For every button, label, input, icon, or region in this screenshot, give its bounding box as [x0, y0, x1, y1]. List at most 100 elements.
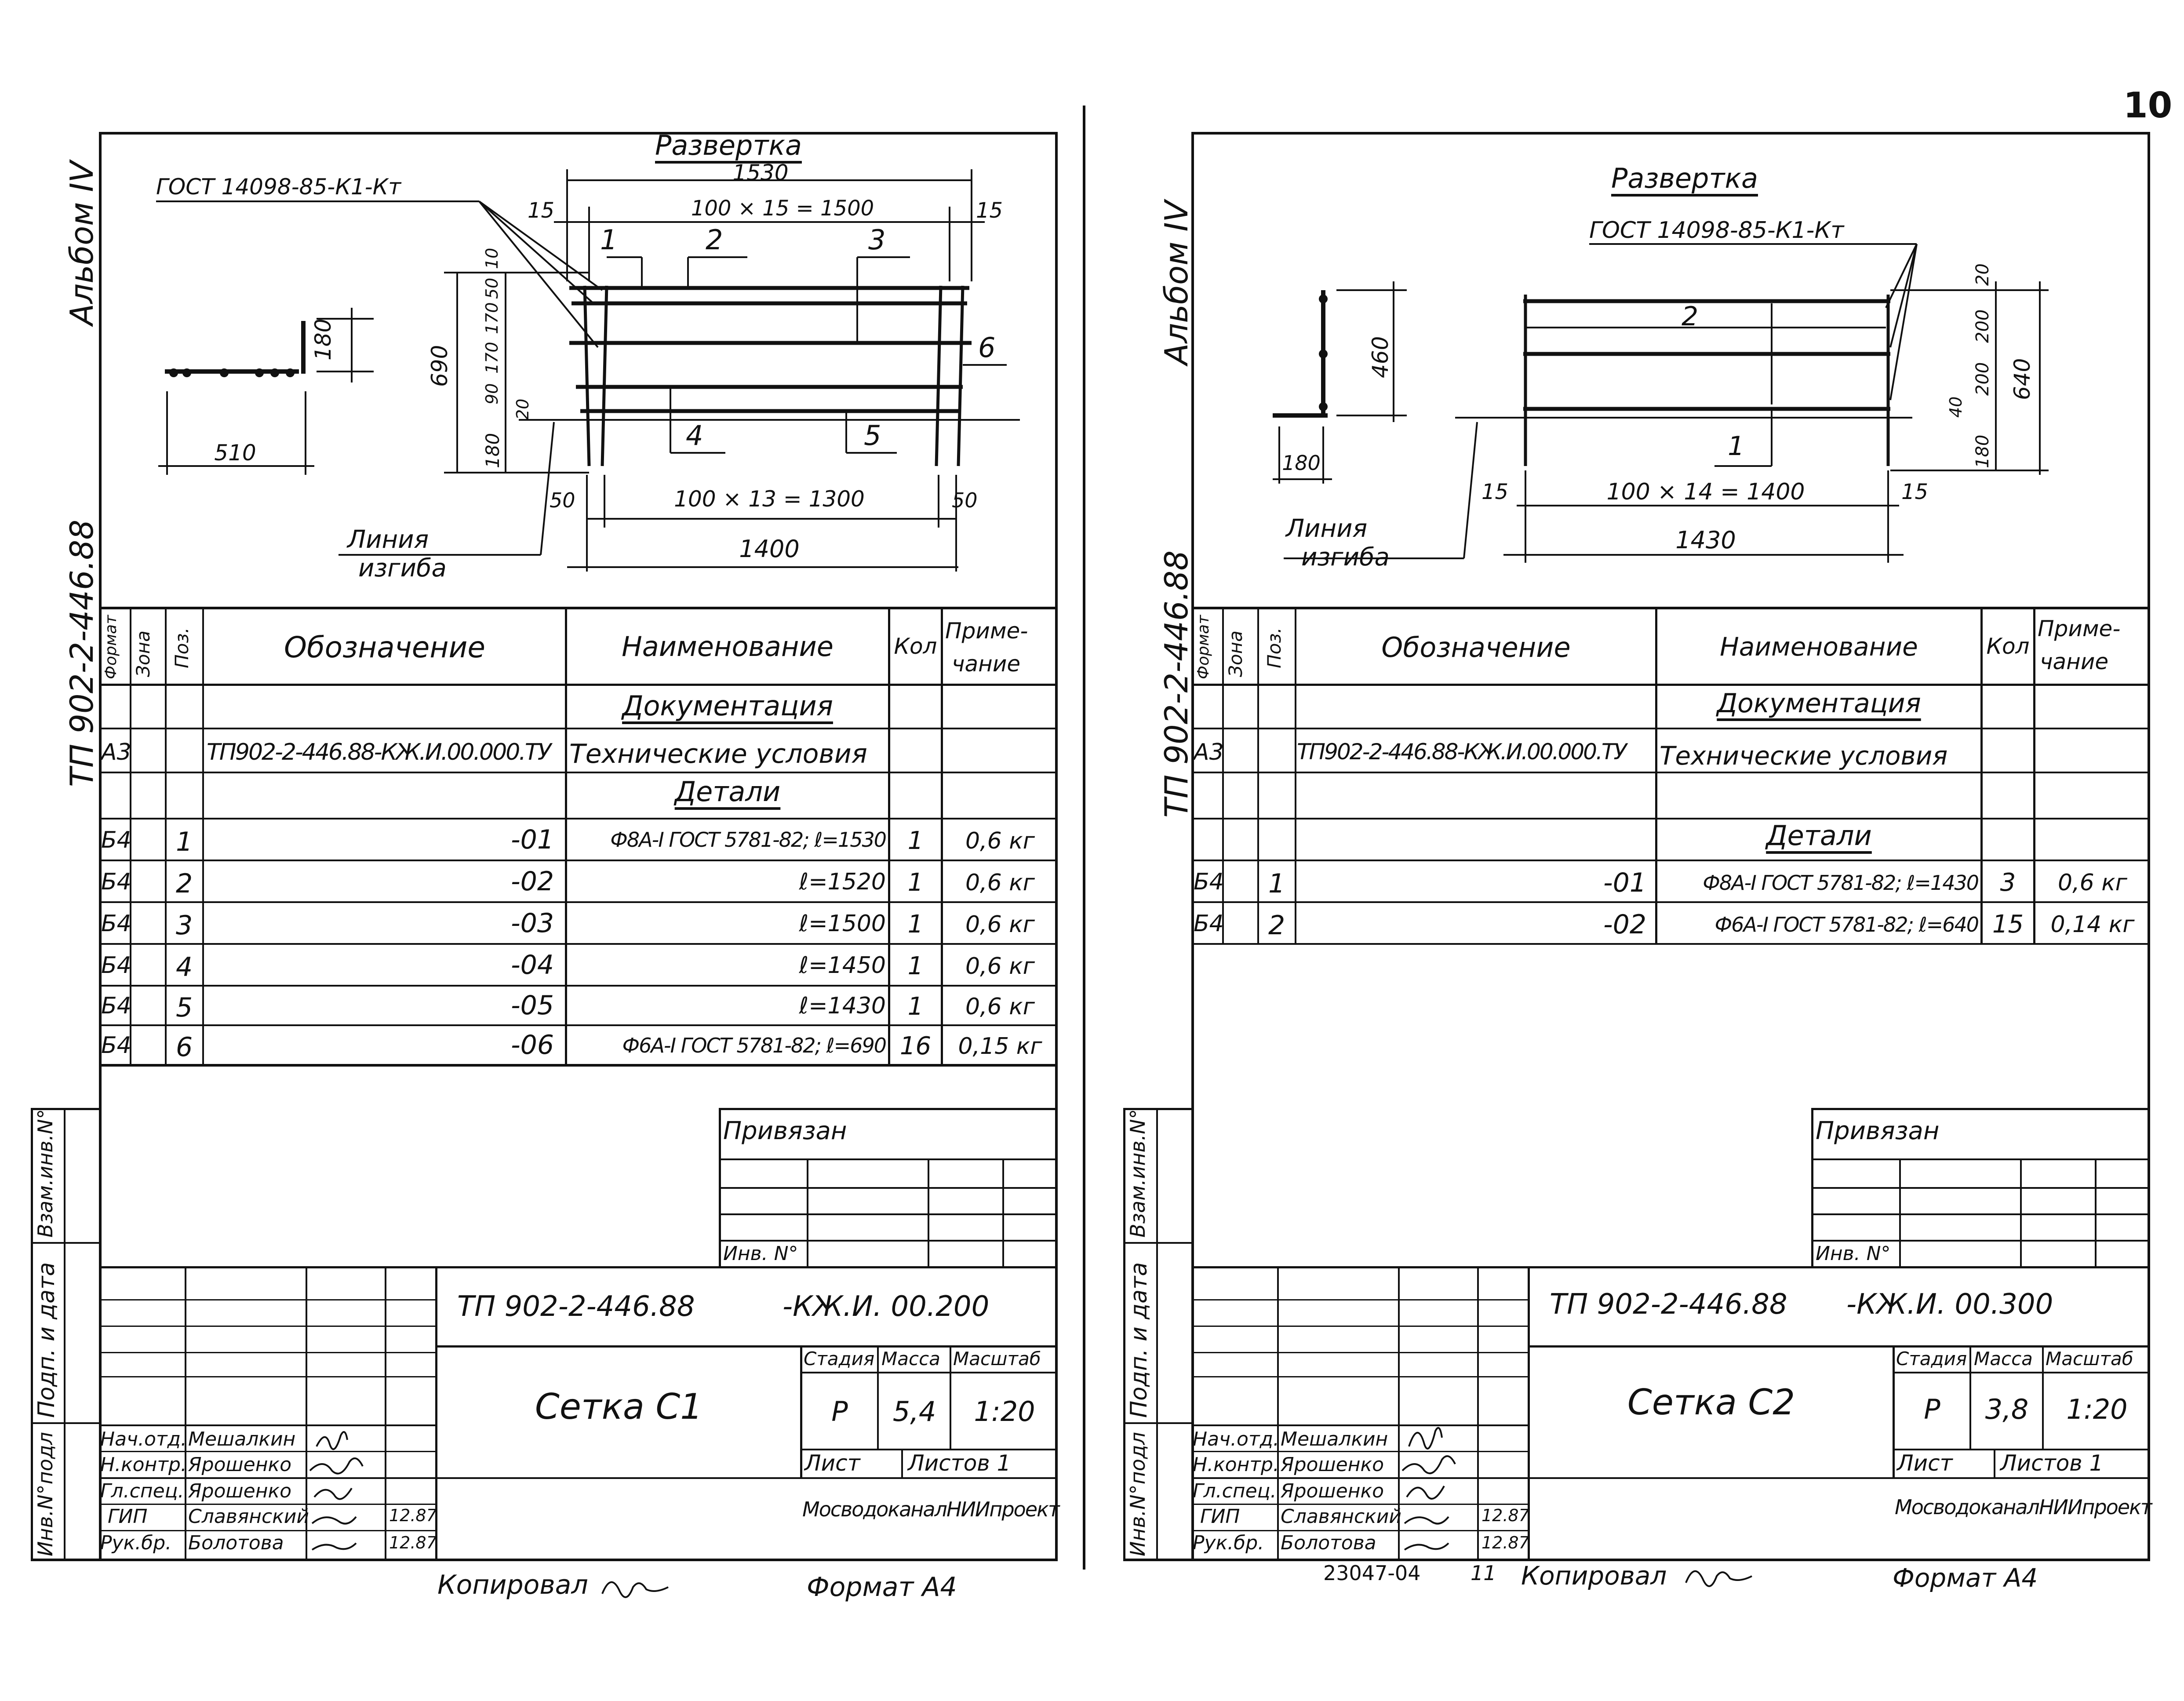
inv-label: Инв. N° [723, 1242, 798, 1265]
stamp-role: Гл.спец. [100, 1480, 184, 1502]
row-format: Б4 [1194, 869, 1224, 895]
row-format: Б4 [101, 993, 131, 1019]
row-format: Б4 [1194, 911, 1224, 937]
row-note: 0,6 кг [965, 953, 1035, 980]
th-designation: Обозначение [284, 630, 485, 664]
stamp-role: Рук.бр. [1193, 1532, 1264, 1554]
stamp-code: ТП 902-2-446.88 [457, 1290, 695, 1323]
pos-label-5: 5 [864, 419, 881, 452]
row-pos: 5 [176, 992, 193, 1023]
stamp-code: ТП 902-2-446.88 [1550, 1288, 1787, 1321]
row-pos: 6 [176, 1032, 193, 1063]
th-name: Наименование [622, 630, 834, 663]
profile-w: 510 [214, 440, 256, 466]
footer-format: Формат А4 [807, 1572, 957, 1603]
row-designation: -02 [511, 866, 554, 897]
row-format: Б4 [101, 911, 131, 937]
doc-designation: ТП902-2-446.88-КЖ.И.00.000.ТУ [207, 739, 551, 765]
stamp-role: ГИП [108, 1505, 148, 1528]
th-note-2: чание [952, 651, 1021, 677]
dim-edge-br: 50 [952, 488, 978, 512]
doc-name: Технические условия [569, 739, 867, 769]
profile-w: 180 [1282, 451, 1321, 475]
row-designation: -01 [1603, 867, 1646, 898]
row-note: 0,15 кг [958, 1033, 1042, 1060]
stamp-name: Ярошенко [1281, 1480, 1384, 1502]
pos-label-6: 6 [978, 331, 996, 364]
th-name: Наименование [1720, 632, 1918, 662]
dim-total-bottom: 1400 [739, 535, 800, 563]
doc-name: Технические условия [1660, 741, 1948, 771]
drawing-title: Развертка [655, 129, 802, 161]
row-name: Ф8А-I ГОСТ 5781-82; ℓ=1430 [1703, 871, 1979, 895]
stamp-date: 12.87 [1481, 1533, 1529, 1552]
inv-label: Инв. N° [1816, 1242, 1891, 1265]
bend-label-1: Линия [347, 525, 429, 554]
dim-pitch-top: 100 × 15 = 1500 [691, 196, 874, 221]
row-qty: 1 [907, 910, 924, 939]
row-designation: -06 [511, 1030, 554, 1060]
row-qty: 1 [907, 868, 924, 897]
stamp-title: Сетка С2 [1627, 1382, 1795, 1423]
row-designation: -01 [511, 824, 554, 855]
stamp-org: МосводоканалНИИпроект [1895, 1495, 2152, 1519]
stamp-name: Ярошенко [1281, 1453, 1384, 1476]
stamp-role: Нач.отд. [100, 1428, 187, 1450]
th-note-1: Приме- [2038, 616, 2121, 641]
th-designation: Обозначение [1381, 631, 1571, 663]
footer-format: Формат А4 [1893, 1563, 2038, 1593]
row-note: 0,6 кг [965, 911, 1035, 938]
row-name: Ф8А-I ГОСТ 5781-82; ℓ=1530 [610, 828, 887, 852]
dim-total-top: 1530 [732, 160, 789, 186]
gost-label: ГОСТ 14098-85-К1-Кт [1589, 217, 1844, 244]
stamp-name: Болотова [188, 1532, 284, 1554]
center-divider [1083, 106, 1085, 1570]
row-designation: -02 [1603, 909, 1646, 940]
section-doc: Документация [622, 690, 833, 722]
row-pos: 2 [176, 868, 193, 899]
page-number: 10 [2123, 85, 2173, 126]
doc-format: А3 [1194, 739, 1224, 765]
stamp-mass-header: Масса [881, 1348, 940, 1370]
stamp-role: ГИП [1200, 1505, 1240, 1528]
row-qty: 16 [899, 1032, 932, 1060]
stamp-mass: 3,8 [1985, 1393, 2029, 1425]
privyazan-label: Привязан [1816, 1117, 1940, 1145]
row-format: Б4 [101, 952, 131, 979]
th-qty: Кол [894, 634, 937, 659]
stamp-org: МосводоканалНИИпроект [802, 1497, 1060, 1521]
stamp-title: Сетка С1 [535, 1386, 703, 1427]
th-note-2: чание [2040, 649, 2109, 674]
footer-order-num: 11 [1471, 1561, 1496, 1585]
stamp-name: Мешалкин [188, 1428, 296, 1450]
th-qty: Кол [1986, 634, 2030, 659]
stamp-date: 12.87 [1481, 1506, 1529, 1525]
row-qty: 1 [907, 992, 924, 1021]
footer-order: 23047-04 [1323, 1561, 1421, 1585]
row-qty: 15 [1992, 910, 2024, 939]
row-note: 0,14 кг [2050, 911, 2135, 938]
row-format: Б4 [101, 1032, 131, 1059]
section-doc: Документация [1717, 688, 1921, 719]
row-designation: -03 [511, 908, 554, 939]
dim-pitch-bottom: 100 × 14 = 1400 [1606, 479, 1805, 505]
bend-label-2: изгиба [1301, 543, 1390, 572]
row-name: ℓ=1520 [799, 869, 886, 895]
footer-copied: Копировал [437, 1570, 588, 1600]
pos-label-3: 3 [868, 224, 886, 256]
row-qty: 1 [907, 827, 924, 855]
row-format: Б4 [101, 869, 131, 895]
pos-label-1: 1 [1728, 431, 1745, 462]
stamp-code-suffix: -КЖ.И. 00.300 [1846, 1288, 2053, 1321]
row-pos: 4 [176, 952, 193, 983]
stamp-stage: Р [1924, 1393, 1940, 1425]
stamp-mass: 5,4 [892, 1395, 936, 1428]
stamp-name: Ярошенко [188, 1453, 292, 1476]
stamp-sheets: Листов 1 [908, 1450, 1011, 1476]
stamp-role: Рук.бр. [100, 1532, 172, 1554]
doc-format: А3 [101, 739, 131, 765]
row-note: 0,6 кг [965, 994, 1035, 1020]
row-name: ℓ=1430 [799, 993, 886, 1019]
